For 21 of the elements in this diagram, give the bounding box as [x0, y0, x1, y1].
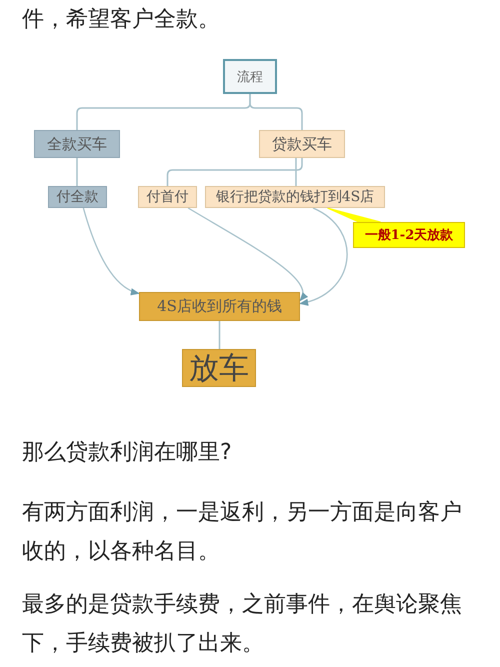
paragraph-text: 件，希望客户全款。 — [22, 6, 221, 34]
connector-line — [166, 158, 303, 186]
process-box: 付首付 — [138, 186, 197, 208]
process-box: 付全款 — [48, 186, 107, 208]
paragraph-text: 最多的是贷款手续费，之前事件，在舆论聚焦下，手续费被扒了出来。 — [22, 591, 463, 658]
process-box: 银行把贷款的钱打到4S店 — [205, 186, 385, 208]
process-box: 4S店收到所有的钱 — [139, 292, 300, 321]
process-box: 全款买车 — [34, 130, 120, 158]
title-box: 流程 — [223, 59, 277, 94]
connector-line — [295, 158, 297, 186]
arrow — [188, 207, 307, 302]
process-box: 贷款买车 — [259, 130, 345, 158]
connector-line — [76, 158, 78, 186]
paragraph-text: 有两方面利润，一是返利，另一方面是向客户收的，以各种名目。 — [22, 499, 463, 566]
process-box: 放车 — [182, 349, 256, 387]
connector-line — [249, 94, 303, 130]
arrow — [299, 207, 348, 306]
connector-line — [218, 321, 220, 349]
arrow — [82, 208, 140, 294]
question-text: 那么贷款利润在哪里? — [22, 439, 233, 467]
callout-pointer — [326, 208, 382, 222]
